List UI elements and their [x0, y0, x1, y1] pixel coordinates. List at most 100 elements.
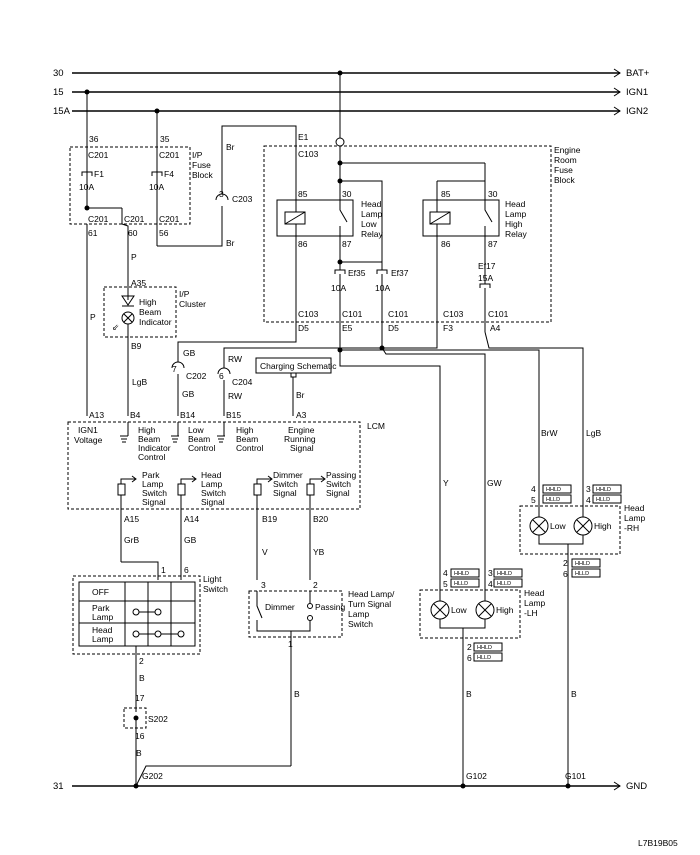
wire-color-label: P [131, 252, 137, 262]
arrow-icon [320, 475, 326, 483]
lcm-input-label: Indicator [138, 443, 171, 453]
wire-color-label: LgB [586, 428, 601, 438]
low-relay-title: Relay [361, 229, 383, 239]
rail-15-arrow [613, 87, 621, 97]
switch-signal-label: Switch [142, 488, 167, 498]
pin-label: 86 [441, 239, 451, 249]
connector-label: C103 [443, 309, 464, 319]
bulb-filament [532, 519, 546, 533]
lcm-input-label: Signal [290, 443, 314, 453]
lcm-input-label: Control [188, 443, 216, 453]
light-switch-title: Light [203, 574, 222, 584]
input-resistor [253, 483, 262, 496]
light-rays-icon: ⇙ [112, 322, 119, 332]
pin-label: 3 [586, 484, 591, 494]
high-label: High [594, 521, 612, 531]
pin-label: 87 [488, 239, 498, 249]
fuse-outputs: P P Br 3 C203 Br [86, 125, 297, 416]
low-relay-title: Low [361, 219, 377, 229]
lcm-input-label: Engine [288, 425, 315, 435]
connector-label: C201 [159, 150, 180, 160]
pin-label: 30 [342, 189, 352, 199]
lamp-lh-outline [419, 589, 521, 639]
wire-color-label: B [466, 689, 472, 699]
switch-row-label: Lamp [92, 612, 114, 622]
arrow-icon [267, 475, 273, 483]
high-relay-title: Lamp [505, 209, 527, 219]
connector-tag-label: HHLD [497, 571, 512, 577]
pin-label: 36 [89, 134, 99, 144]
fuse-block-outline [69, 146, 191, 225]
pin-label: 4 [586, 495, 591, 505]
input-resistor [177, 483, 186, 496]
connector-tag [473, 652, 503, 662]
pin-label: B9 [131, 341, 142, 351]
lcm-module: LCM A13 B4 B14 B15 A3 IGN1 Voltage High … [67, 410, 385, 580]
fuse-symbol [334, 269, 346, 274]
wire [381, 347, 486, 568]
switch-contact [154, 608, 162, 616]
rail-ign1-label: IGN1 [626, 87, 648, 98]
arrow-icon [191, 475, 197, 483]
connector-tag [571, 558, 601, 568]
switch-contact [132, 630, 140, 638]
cluster-lamp-label: Indicator [139, 317, 172, 327]
fuse-ef37-rating: 10A [375, 283, 390, 293]
dimmer-switch-title: Head Lamp/ [348, 589, 395, 599]
connector-tag-label: HHLD [477, 645, 492, 651]
pin-label: 1 [288, 639, 293, 649]
connector-symbol [171, 361, 185, 369]
pin-label: A35 [131, 278, 146, 288]
light-switch-outline [72, 575, 201, 655]
connector-tag [493, 578, 523, 588]
wire [177, 236, 297, 362]
lamp-rh-title: Head [624, 503, 645, 513]
rail-15-label: 15 [53, 87, 64, 98]
pin-label: B19 [262, 514, 277, 524]
ip-fuse-block: I/P Fuse Block 36 C201 F1 10A C201 61 35… [69, 92, 214, 246]
connector-tag [542, 484, 572, 494]
fuse-ef37-name: Ef37 [391, 268, 409, 278]
switch-signal-label: Park [142, 470, 160, 480]
cluster-title: I/P [179, 289, 190, 299]
connector-symbol [217, 367, 231, 375]
low-relay-title: Head [361, 199, 382, 209]
pin-label: D5 [298, 323, 309, 333]
relay-coil-mark [284, 211, 306, 225]
wire [180, 478, 196, 484]
lamp-rh-outline [519, 505, 621, 555]
pin-label: 61 [88, 228, 98, 238]
wire [120, 478, 136, 484]
lamp-lh-title: Lamp [524, 598, 546, 608]
pin-label: 6 [563, 569, 568, 579]
pin-label: A13 [89, 410, 104, 420]
s202-outline [123, 707, 147, 729]
switch-row-label: Head [92, 625, 113, 635]
wire-color-label: BrW [541, 428, 558, 438]
pin-label: 3 [488, 568, 493, 578]
dimmer-label: Dimmer [265, 602, 295, 612]
connector-tag [542, 494, 572, 504]
connector-tag-label: HLLD [497, 581, 511, 587]
bulb-filament [576, 519, 590, 533]
switch-signal-label: Dimmer [273, 470, 303, 480]
low-label: Low [451, 605, 467, 615]
wire [121, 561, 159, 580]
pin-label: A4 [490, 323, 501, 333]
pin-label: 56 [159, 228, 169, 238]
connector-tag [450, 568, 480, 578]
wire [121, 208, 129, 300]
wire [484, 331, 584, 480]
switch-contact [307, 603, 313, 609]
pin-label: 6 [467, 653, 472, 663]
pin-label: E1 [298, 132, 309, 142]
lcm-input-label: High [236, 425, 254, 435]
pin-label: 30 [488, 189, 498, 199]
connector-tag [592, 484, 622, 494]
connector-label: C101 [342, 309, 363, 319]
connector-tag-label: HLLD [477, 655, 491, 661]
input-resistor [306, 483, 315, 496]
relay-coil-mark [429, 211, 451, 225]
engine-room-fuse-block: Engine Room Fuse Block E1 C103 85 30 86 … [263, 73, 581, 366]
pin-label: F3 [443, 323, 453, 333]
